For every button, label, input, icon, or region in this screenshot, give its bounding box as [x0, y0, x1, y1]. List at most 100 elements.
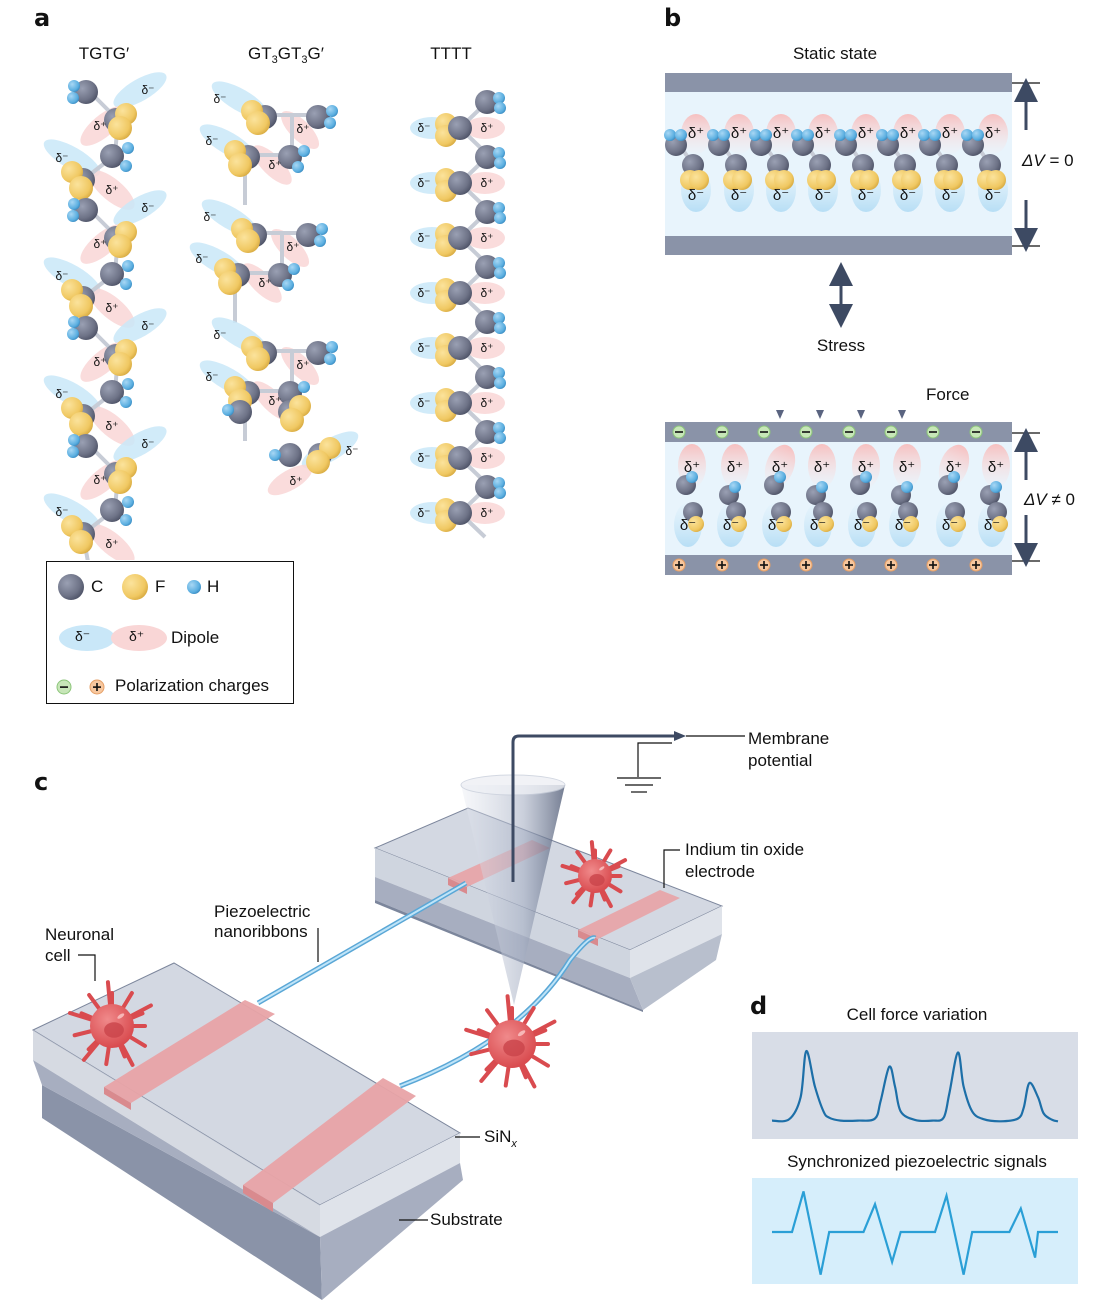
fluorine-atom — [986, 170, 1006, 190]
fluorine-atom — [688, 516, 704, 532]
fluorine-atom — [901, 170, 921, 190]
block-front — [42, 1085, 322, 1300]
hydrogen-atom — [222, 404, 234, 416]
delta-minus-label: δ⁻ — [984, 517, 1000, 534]
cell-highlight — [117, 1013, 125, 1019]
dipole-label-minus: δ⁻ — [55, 505, 68, 519]
piezo-capacitor-diagram: δ⁺δ⁻δ⁺δ⁻δ⁺δ⁻δ⁺δ⁻δ⁺δ⁻δ⁺δ⁻δ⁺δ⁻δ⁺δ⁻ δ⁺δ⁻δ⁺δ… — [664, 73, 1040, 575]
tttt-unit: δ⁻δ⁺ — [410, 145, 506, 209]
hydrogen-atom — [834, 129, 846, 141]
dipole-label-minus: δ⁻ — [417, 396, 430, 410]
hydrogen-atom — [316, 223, 328, 235]
hydrogen-atom — [298, 145, 310, 157]
ito-leader — [663, 849, 680, 888]
delta-minus-label: δ⁻ — [680, 517, 696, 534]
carbon-atom — [475, 90, 499, 114]
cell-nucleus — [589, 874, 605, 886]
static-dipole-row: δ⁺δ⁻δ⁺δ⁻δ⁺δ⁻δ⁺δ⁻δ⁺δ⁻δ⁺δ⁻δ⁺δ⁻δ⁺δ⁻ — [664, 114, 1008, 212]
hydrogen-atom — [68, 434, 80, 446]
carbon-atom — [475, 145, 499, 169]
static-dipole: δ⁺δ⁻ — [834, 114, 881, 212]
label-line: Piezoelectric — [214, 902, 311, 921]
cell-nucleus — [503, 1039, 525, 1057]
dipole-plus — [465, 227, 505, 249]
minus-glyph — [760, 431, 768, 433]
bottom-electrode-plate-stressed — [665, 555, 1012, 575]
force-arrows — [776, 376, 906, 419]
dipole-label-minus: δ⁻ — [205, 370, 218, 384]
neuronal-cell-icon — [67, 980, 153, 1067]
stressed-dipole: δ⁺δ⁻ — [674, 444, 706, 547]
static-dipole: δ⁺δ⁻ — [876, 114, 923, 212]
static-state-title: Static state — [792, 44, 878, 63]
stress-label: Stress — [816, 336, 866, 355]
gt3-unit: δ⁻δ⁺δ⁻δ⁺ — [189, 199, 328, 323]
hydrogen-atom — [494, 157, 506, 169]
stressed-voltage-label: ΔV ≠ 0 — [1024, 490, 1075, 510]
dipole-minus — [43, 139, 101, 177]
hydrogen-atom — [324, 353, 336, 365]
hydrogen-atom — [494, 322, 506, 334]
delta-plus-label: δ⁺ — [772, 459, 788, 476]
hydrogen-atom — [961, 129, 973, 141]
fluorine-atom — [992, 516, 1008, 532]
carbon-atom — [100, 144, 124, 168]
fluorine-atom — [903, 516, 919, 532]
hydrogen-atom — [120, 514, 132, 526]
force-arrow-head — [857, 410, 865, 419]
bottom-electrode-plate — [665, 236, 1012, 255]
dipole-positive-lobe — [851, 114, 881, 154]
dipole-label-plus: δ⁺ — [480, 231, 493, 245]
signal-series-line — [772, 1191, 1058, 1275]
carbon-atom — [448, 391, 472, 415]
delta-plus-label: δ⁺ — [858, 459, 874, 476]
title-subscript: 3 — [271, 54, 278, 66]
hydrogen-atom — [887, 129, 899, 141]
ito-electrode-1 — [104, 1000, 275, 1103]
hydrogen-atom — [324, 117, 336, 129]
fluorine-atom — [689, 170, 709, 190]
dipole-positive-lobe — [978, 114, 1008, 154]
dipole-minus — [113, 426, 167, 462]
dipole-positive-lobe — [982, 444, 1010, 488]
dipole-label-plus: δ⁺ — [258, 276, 271, 290]
dipole-label-minus: δ⁻ — [203, 210, 216, 224]
static-dipole: δ⁺δ⁻ — [791, 114, 838, 212]
label-line: electrode — [685, 862, 755, 881]
carbon-atom — [475, 365, 499, 389]
hydrogen-atom — [675, 129, 687, 141]
plus-glyph-v — [975, 561, 977, 569]
dipole-label-plus: δ⁺ — [480, 506, 493, 520]
nanoribbon-2-highlight — [399, 936, 596, 1087]
delta-plus-label: δ⁺ — [815, 125, 831, 142]
ito-electrode-edge — [243, 1185, 273, 1212]
hydrogen-atom — [729, 481, 741, 493]
legend-box: C F H δ⁻ δ⁺ Dipole Polarization charges — [46, 561, 294, 704]
fluorine-atom — [108, 234, 132, 258]
tttt-unit: δ⁻δ⁺ — [410, 310, 506, 374]
hydrogen-atom — [298, 381, 310, 393]
tttt-unit: δ⁻ δ⁺ — [410, 475, 506, 539]
fluorine-atom — [950, 516, 966, 532]
chain-title-tttt: TTTT — [430, 44, 472, 63]
dipole-label-minus: δ⁻ — [417, 506, 430, 520]
hydrogen-atom — [929, 129, 941, 141]
minus-glyph — [972, 431, 980, 433]
chain-layer: δ⁻δ⁺δ⁻δ⁺δ⁻δ⁺δ⁻δ⁺δ⁻δ⁺δ⁻δ⁺δ⁻δ⁺δ⁻δ⁺δ⁻δ⁺δ⁻δ⁺… — [43, 72, 506, 560]
static-dipole: δ⁺δ⁻ — [664, 114, 711, 212]
dipole-label-plus: δ⁺ — [93, 355, 106, 369]
fluorine-atom — [943, 170, 963, 190]
hydrogen-atom — [120, 278, 132, 290]
stressed-dipole: δ⁺δ⁻ — [936, 444, 970, 547]
delta-minus-label: δ⁻ — [858, 187, 874, 204]
legend-graphics — [56, 574, 201, 695]
hydrogen-atom — [67, 92, 79, 104]
hydrogen-atom — [493, 477, 505, 489]
delta-minus-label: δ⁻ — [731, 187, 747, 204]
fluorine-atom — [818, 516, 834, 532]
dipole-label-plus: δ⁺ — [480, 286, 493, 300]
delta-plus-label: δ⁺ — [814, 459, 830, 476]
carbon-atom — [448, 446, 472, 470]
dipole-positive-lobe — [893, 444, 921, 488]
